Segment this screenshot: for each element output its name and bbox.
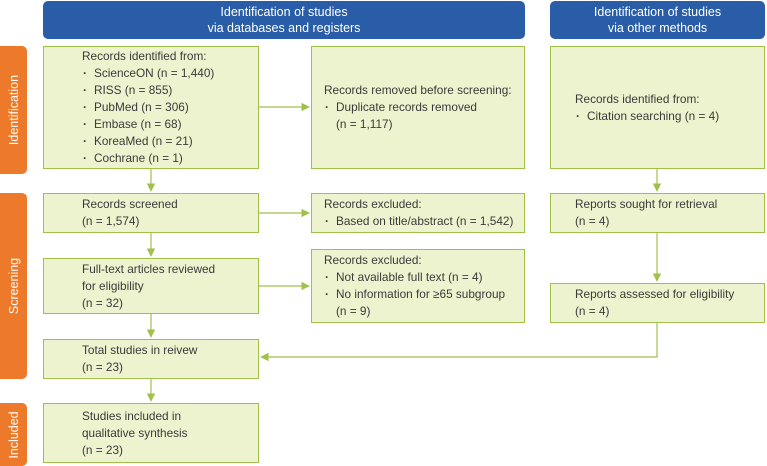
records-screened-label: Records screened xyxy=(82,197,178,211)
records-excluded-2-item: No information for ≥65 subgroup xyxy=(324,286,524,303)
fulltext-reviewed-count: (n = 32) xyxy=(82,295,123,310)
records-excluded-2-count: (n = 9) xyxy=(336,304,371,318)
header-databases-line-2: via databases and registers xyxy=(207,21,361,35)
records-identified-item: PubMed (n = 306) xyxy=(82,99,258,116)
header-databases-line-1: Identification of studies xyxy=(220,5,348,19)
phase-included-label: Included xyxy=(6,410,21,459)
records-removed-box: Records removed before screening: Duplic… xyxy=(311,46,525,169)
phase-identification-label: Identification xyxy=(6,74,21,146)
records-identified-box: Records identified from: ScienceON (n = … xyxy=(43,46,259,169)
studies-included-line-1: Studies included in xyxy=(82,408,182,423)
phase-identification: Identification xyxy=(0,46,27,174)
reports-sought-label: Reports sought for retrieval xyxy=(575,197,718,211)
records-identified-item: ScienceON (n = 1,440) xyxy=(82,65,258,82)
records-identified-item: Embase (n = 68) xyxy=(82,116,258,133)
arrow-assessed-to-total xyxy=(260,323,658,362)
records-excluded-1-item: Based on title/abstract (n = 1,542) xyxy=(324,213,524,230)
records-excluded-2-title: Records excluded: xyxy=(324,253,422,267)
records-removed-item: Duplicate records removed xyxy=(324,99,524,116)
phase-screening: Screening xyxy=(0,193,27,379)
records-excluded-2-item: Not available full text (n = 4) xyxy=(324,269,524,286)
phase-included: Included xyxy=(0,403,27,466)
fulltext-reviewed-box: Full-text articles reviewed for eligibil… xyxy=(43,258,259,314)
fulltext-reviewed-line-1: Full-text articles reviewed xyxy=(82,261,216,276)
records-identified-item: RISS (n = 855) xyxy=(82,82,258,99)
records-removed-count: (n = 1,117) xyxy=(336,117,393,131)
records-screened-box: Records screened (n = 1,574) xyxy=(43,193,259,233)
records-identified-title: Records identified from: xyxy=(82,49,207,63)
other-identified-item: Citation searching (n = 4) xyxy=(575,108,764,125)
header-other-methods: Identification of studies via other meth… xyxy=(550,1,765,39)
total-studies-count: (n = 23) xyxy=(82,360,123,374)
reports-sought-count: (n = 4) xyxy=(575,214,610,228)
other-identified-box: Records identified from: Citation search… xyxy=(550,46,765,169)
studies-included-box: Studies included in qualitative synthesi… xyxy=(43,403,259,463)
fulltext-reviewed-line-2: for eligibility xyxy=(82,278,144,293)
records-excluded-1-title: Records excluded: xyxy=(324,197,422,211)
total-studies-label: Total studies in reivew xyxy=(82,343,198,357)
reports-assessed-count: (n = 4) xyxy=(575,304,610,318)
header-other-line-1: Identification of studies xyxy=(593,5,722,19)
studies-included-line-2: qualitative synthesis xyxy=(82,425,188,440)
header-other-line-2: via other methods xyxy=(607,21,708,35)
records-identified-item: Cochrane (n = 1) xyxy=(82,150,258,167)
reports-sought-box: Reports sought for retrieval (n = 4) xyxy=(550,193,765,233)
records-screened-count: (n = 1,574) xyxy=(82,214,140,228)
records-excluded-box-2: Records excluded: Not available full tex… xyxy=(311,249,525,323)
header-databases: Identification of studies via databases … xyxy=(43,1,525,39)
records-removed-title: Records removed before screening: xyxy=(324,83,512,97)
other-identified-title: Records identified from: xyxy=(575,91,700,106)
studies-included-count: (n = 23) xyxy=(82,442,123,457)
records-excluded-box-1: Records excluded: Based on title/abstrac… xyxy=(311,193,525,233)
phase-screening-label: Screening xyxy=(6,257,21,315)
reports-assessed-label: Reports assessed for eligibility xyxy=(575,287,735,301)
records-identified-item: KoreaMed (n = 21) xyxy=(82,133,258,150)
reports-assessed-box: Reports assessed for eligibility (n = 4) xyxy=(550,283,765,323)
total-studies-box: Total studies in reivew (n = 23) xyxy=(43,339,259,379)
